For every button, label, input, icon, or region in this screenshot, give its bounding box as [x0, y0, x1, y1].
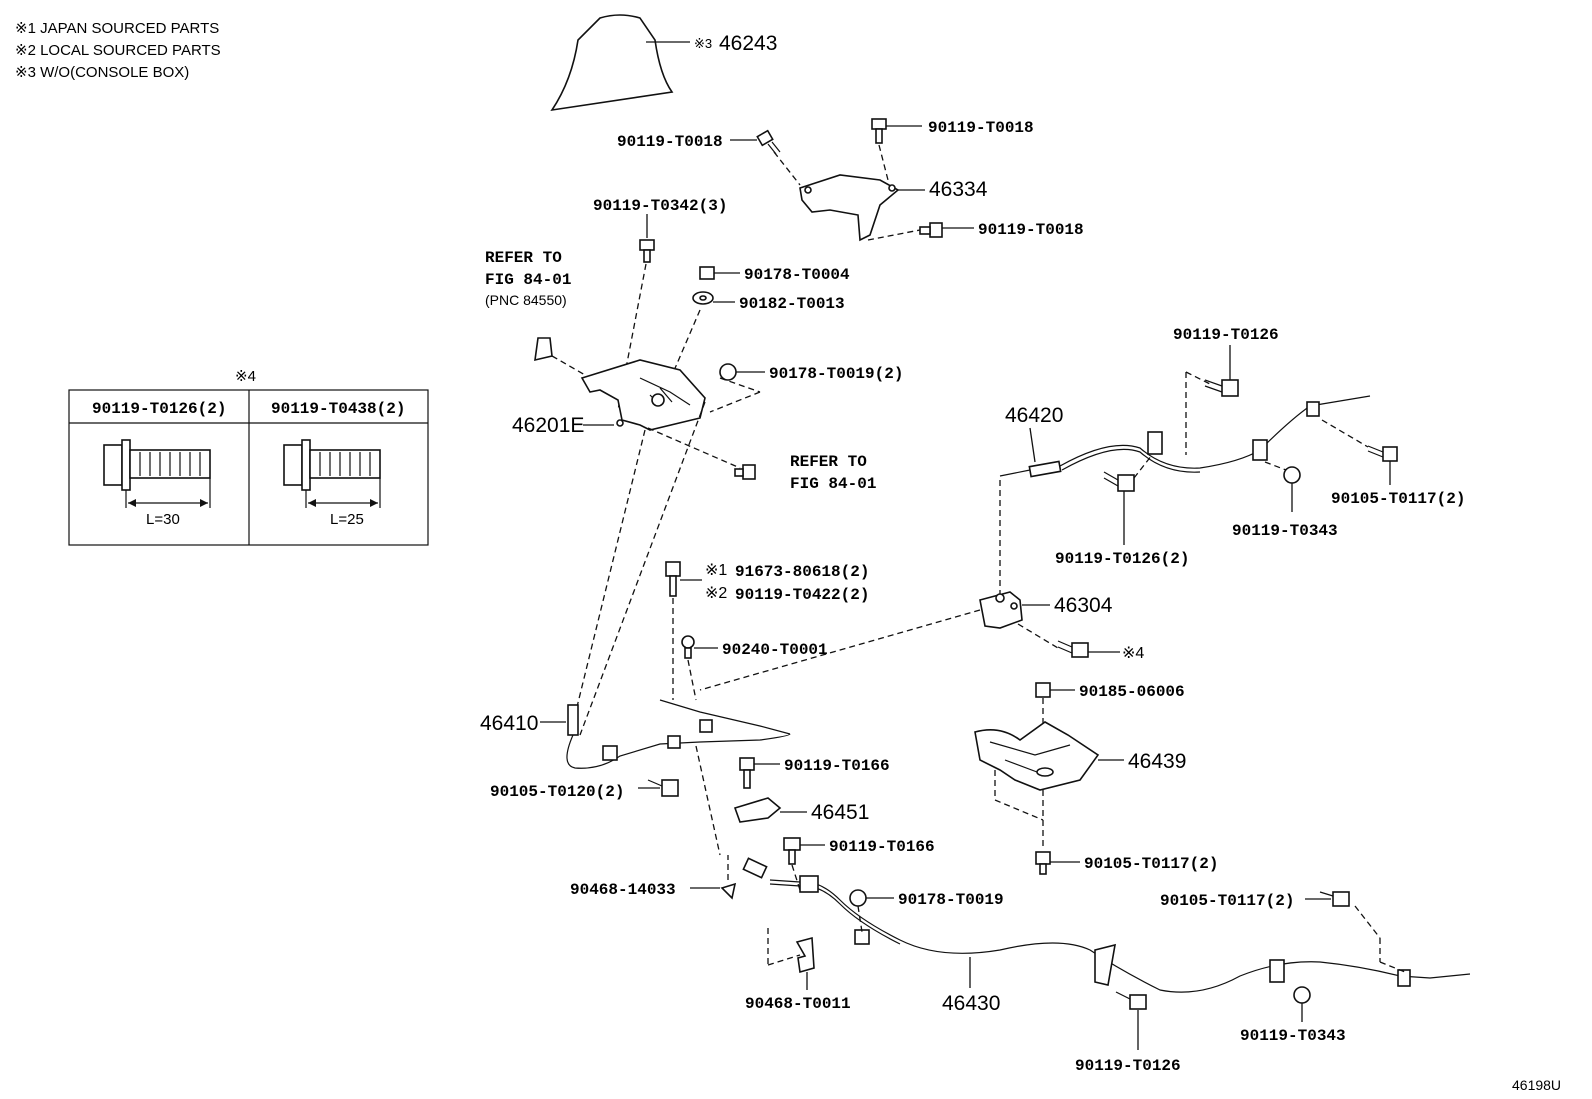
note-console: ※3 W/O(CONSOLE BOX)	[15, 64, 189, 81]
label-90119-T0166-b[interactable]: 90119-T0166	[829, 838, 935, 856]
bracket-46334[interactable]	[799, 174, 900, 242]
label-91673-mark: ※1	[705, 562, 727, 579]
flange-bolt-icon	[283, 439, 381, 508]
bolt-icon[interactable]	[734, 464, 756, 480]
inset-part-1[interactable]: 90119-T0126(2)	[92, 400, 226, 418]
bolt-icon[interactable]	[756, 129, 781, 155]
flange-bolt-icon	[103, 439, 211, 508]
label-46430[interactable]: 46430	[942, 992, 1000, 1015]
fig-ref-2[interactable]: FIG 84-01	[790, 475, 876, 493]
bolt-icon[interactable]	[1103, 471, 1135, 492]
bolt-icon[interactable]	[871, 118, 887, 144]
bolt-icon[interactable]	[783, 837, 801, 865]
bolt-icon[interactable]	[919, 222, 943, 238]
label-90105-T0117-right[interactable]: 90105-T0117(2)	[1331, 490, 1465, 508]
inset-mark: ※4	[235, 368, 256, 385]
label-90119-T0343-top[interactable]: 90119-T0343	[1232, 522, 1338, 540]
label-90119-T0018-b[interactable]: 90119-T0018	[928, 119, 1034, 137]
label-90119-T0126-top[interactable]: 90119-T0126	[1173, 326, 1279, 344]
inset-length-1: L=30	[146, 511, 180, 528]
nut-icon[interactable]	[1283, 466, 1301, 484]
label-90178-T0019-2[interactable]: 90178-T0019(2)	[769, 365, 903, 383]
label-91673[interactable]: 91673-80618(2)	[735, 563, 869, 581]
refer-to-1[interactable]: REFER TO	[485, 249, 562, 267]
figure-id: 46198U	[1512, 1077, 1561, 1093]
bolt-icon[interactable]	[739, 757, 755, 789]
washer-icon[interactable]	[692, 291, 714, 305]
cable-46420[interactable]	[999, 395, 1371, 478]
fig-ref-1[interactable]: FIG 84-01	[485, 271, 571, 289]
label-46334[interactable]: 46334	[929, 178, 988, 201]
equalizer-46304[interactable]	[979, 591, 1023, 629]
nut-icon[interactable]	[1293, 986, 1311, 1004]
label-90178-T0019[interactable]: 90178-T0019	[898, 891, 1004, 909]
label-90105-T0117-low[interactable]: 90105-T0117(2)	[1160, 892, 1294, 910]
clip-icon[interactable]	[534, 337, 553, 362]
nut-icon[interactable]	[699, 266, 715, 280]
label-46304[interactable]: 46304	[1054, 594, 1113, 617]
label-4-ref: ※4	[1122, 645, 1144, 662]
label-46201E[interactable]: 46201E	[512, 414, 584, 437]
label-90119-T0422[interactable]: 90119-T0422(2)	[735, 586, 869, 604]
note-japan: ※1 JAPAN SOURCED PARTS	[15, 20, 219, 37]
nut-icon[interactable]	[849, 889, 867, 907]
inset-length-2: L=25	[330, 511, 364, 528]
bolt-icon[interactable]	[1204, 379, 1239, 397]
label-90119-T0343-low[interactable]: 90119-T0343	[1240, 1027, 1346, 1045]
label-90178-T0004[interactable]: 90178-T0004	[744, 266, 850, 284]
inset-part-2[interactable]: 90119-T0438(2)	[271, 400, 405, 418]
label-90105-T0120[interactable]: 90105-T0120(2)	[490, 783, 624, 801]
heat-shield-46439[interactable]	[974, 721, 1100, 791]
clip-icon[interactable]	[720, 882, 737, 900]
label-90185-06006[interactable]: 90185-06006	[1079, 683, 1185, 701]
pnc-ref: (PNC 84550)	[485, 292, 567, 308]
label-90119-T0018-a[interactable]: 90119-T0018	[617, 133, 723, 151]
label-90468-14033[interactable]: 90468-14033	[570, 881, 676, 899]
bolt-icon[interactable]	[1319, 891, 1350, 907]
pin-icon[interactable]	[681, 635, 695, 659]
label-46243[interactable]: 46243	[719, 32, 777, 55]
label-46451[interactable]: 46451	[811, 801, 869, 824]
bolt-icon[interactable]	[639, 239, 655, 263]
bolt-icon[interactable]	[1035, 682, 1051, 698]
label-90119-T0126-low[interactable]: 90119-T0126	[1075, 1057, 1181, 1075]
label-90119-T0166-a[interactable]: 90119-T0166	[784, 757, 890, 775]
label-46420[interactable]: 46420	[1005, 404, 1063, 427]
label-90240-T0001[interactable]: 90240-T0001	[722, 641, 828, 659]
label-90119-T0342[interactable]: 90119-T0342(3)	[593, 197, 727, 215]
clip-icon[interactable]	[795, 936, 815, 974]
lever-boot[interactable]	[550, 14, 690, 112]
bolt-icon[interactable]	[1115, 991, 1147, 1010]
bracket-46451[interactable]	[733, 797, 782, 823]
label-46243-mark: ※3	[694, 36, 712, 51]
bolt-icon[interactable]	[1367, 445, 1398, 462]
note-local: ※2 LOCAL SOURCED PARTS	[15, 42, 221, 59]
label-90119-T0018-c[interactable]: 90119-T0018	[978, 221, 1084, 239]
legend-notes: ※1 JAPAN SOURCED PARTS ※2 LOCAL SOURCED …	[15, 20, 221, 81]
label-90182-T0013[interactable]: 90182-T0013	[739, 295, 845, 313]
label-90119-T0422-mark: ※2	[705, 585, 727, 602]
label-90105-T0117-mid[interactable]: 90105-T0117(2)	[1084, 855, 1218, 873]
nut-icon[interactable]	[719, 363, 737, 381]
bolt-icon[interactable]	[1057, 640, 1089, 658]
bolt-icon[interactable]	[647, 779, 679, 797]
bolt-inset: ※4 90119-T0126(2) 90119-T0438(2) L=30	[68, 368, 429, 546]
label-46410[interactable]: 46410	[480, 712, 538, 735]
refer-to-2[interactable]: REFER TO	[790, 453, 867, 471]
cable-46410[interactable]	[566, 699, 791, 769]
bolt-icon[interactable]	[1035, 851, 1051, 875]
label-46439[interactable]: 46439	[1128, 750, 1186, 773]
label-90468-T0011[interactable]: 90468-T0011	[745, 995, 851, 1013]
label-90119-T0126-2[interactable]: 90119-T0126(2)	[1055, 550, 1189, 568]
parking-lever-assembly[interactable]	[580, 359, 706, 431]
cable-46430[interactable]	[742, 857, 1471, 993]
bolt-icon[interactable]	[665, 561, 681, 597]
